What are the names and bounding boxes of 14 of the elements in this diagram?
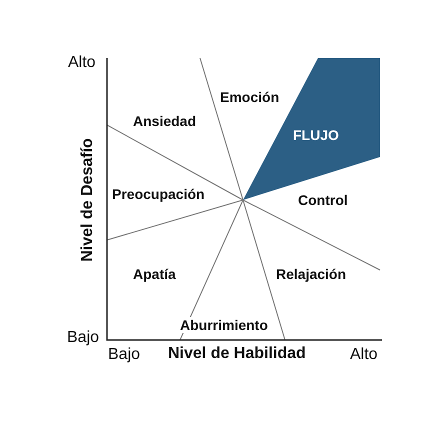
axis-tick-label: Alto [68,54,96,72]
region-label: Preocupación [112,186,205,202]
axis-tick-label: Bajo [67,329,100,347]
region-label: Emoción [220,89,280,105]
region-label: Ansiedad [133,113,196,129]
region-label: Aburrimiento [180,317,268,333]
axis-tick-label: Alto [350,346,378,364]
region-label: Relajación [276,266,346,282]
axis-tick-label: Bajo [108,346,140,364]
axis-title: Nivel de Desafío [78,138,97,262]
region-label: Apatía [133,266,176,282]
axis-title: Nivel de Habilidad [168,345,306,363]
region-label: FLUJO [293,127,339,143]
region-label: Control [298,192,348,208]
